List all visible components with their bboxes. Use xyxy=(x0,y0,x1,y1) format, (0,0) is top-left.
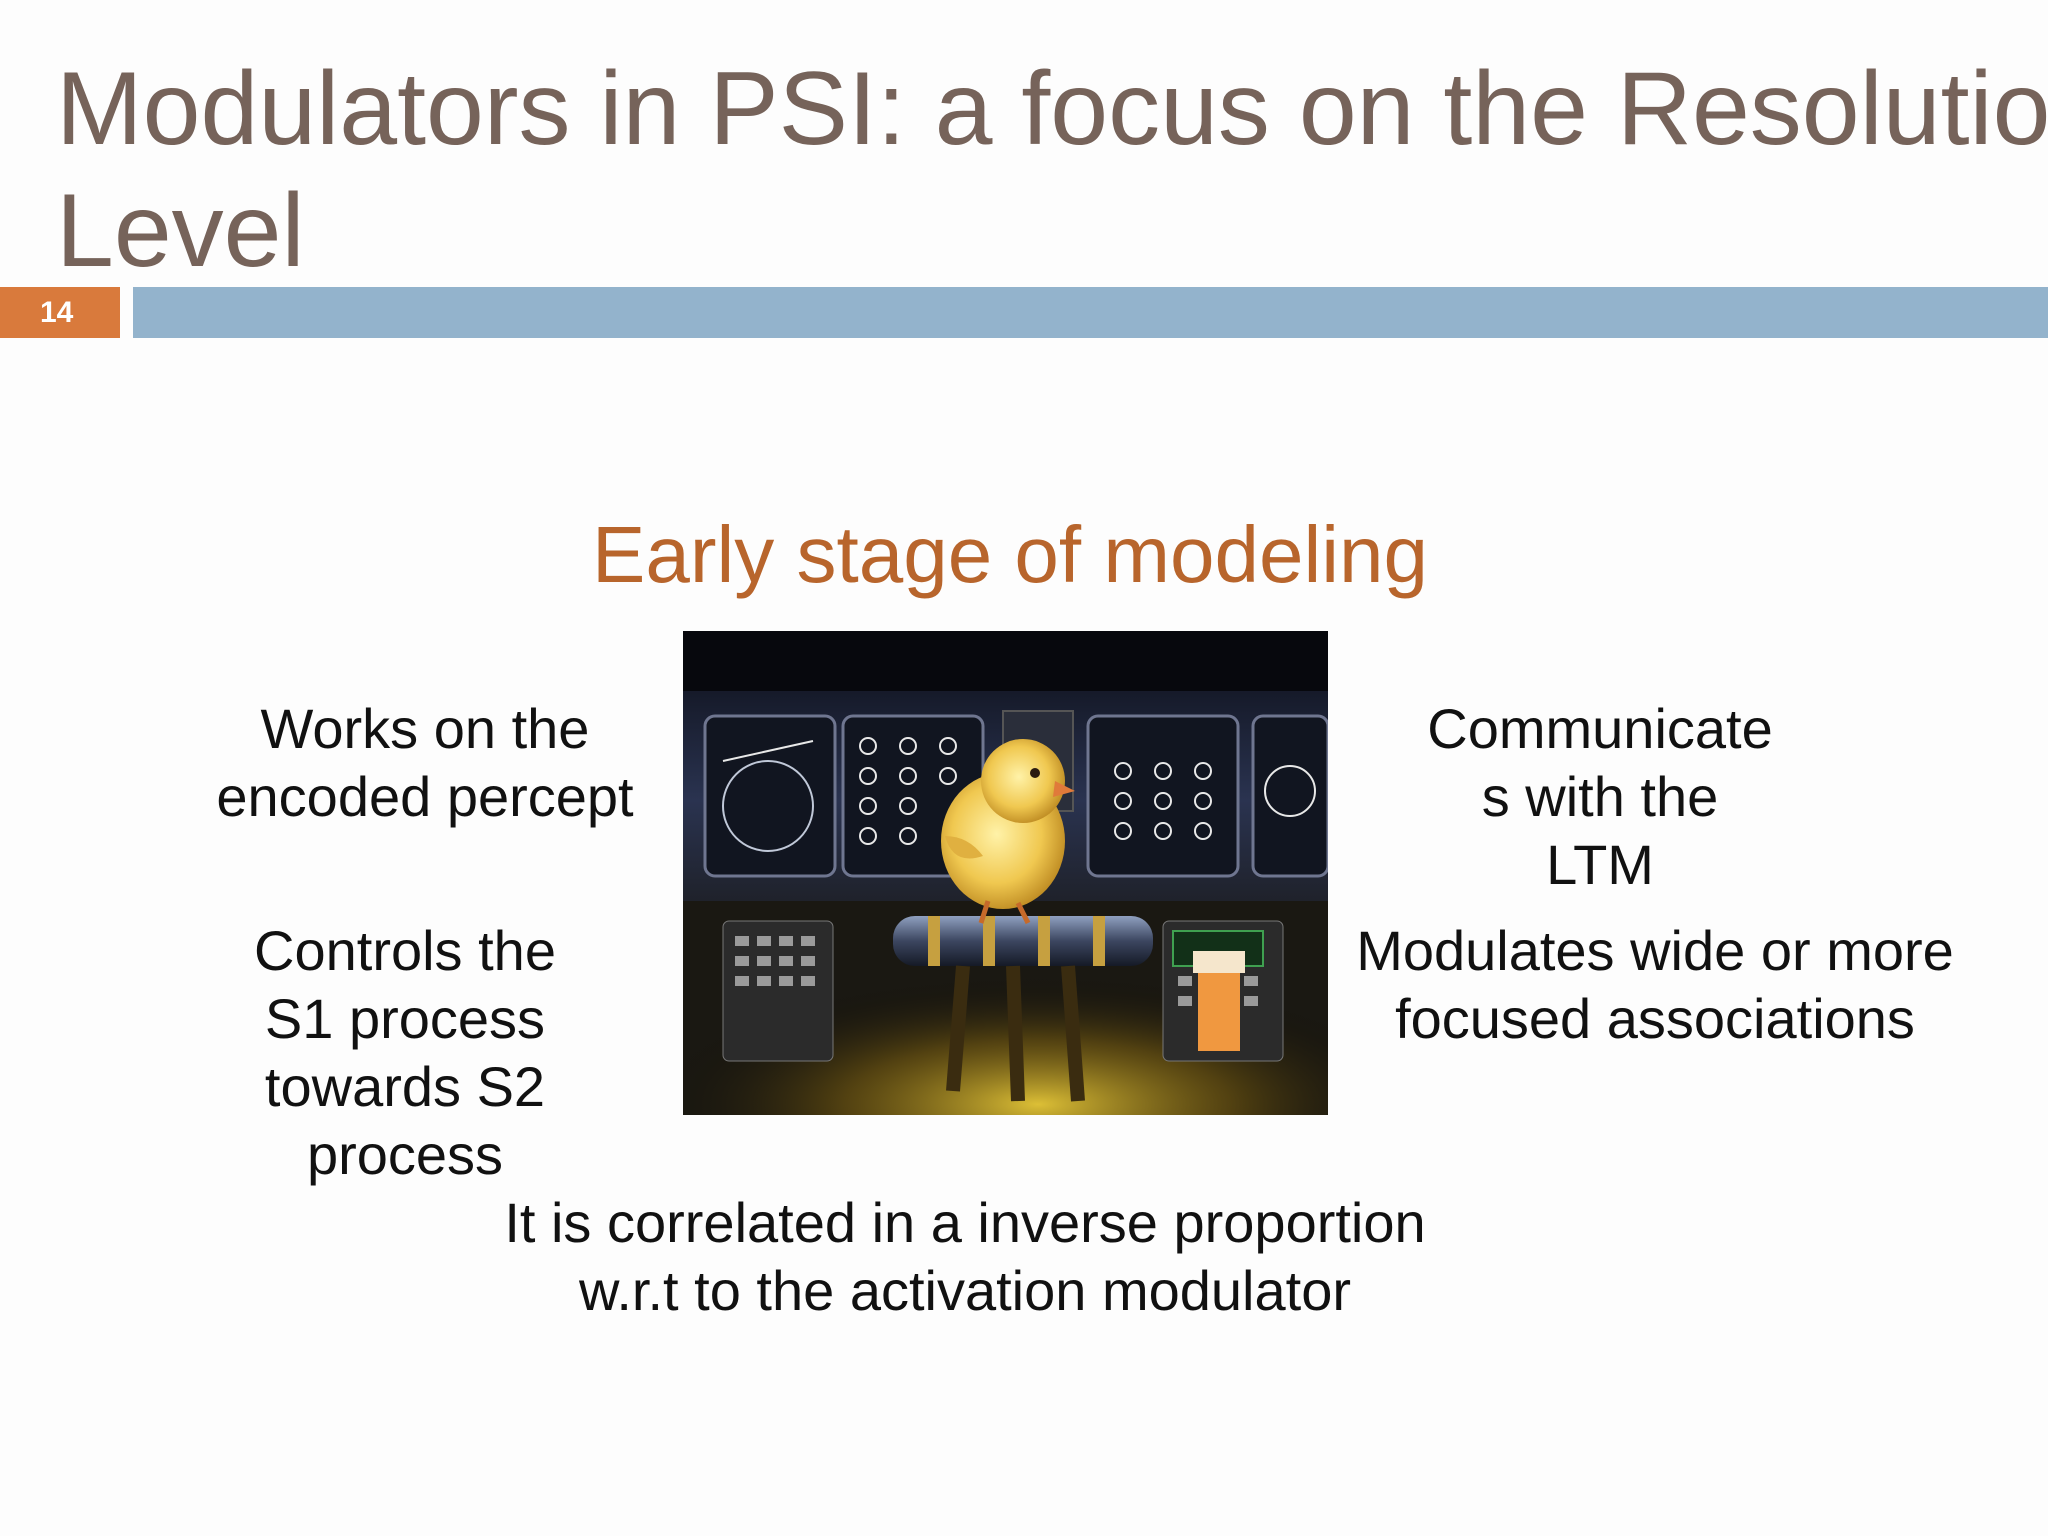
callout-line: process xyxy=(306,1123,504,1186)
callout-line: focused associations xyxy=(1395,987,1915,1050)
callout-line: Controls the xyxy=(254,919,556,982)
callout-line: It is correlated in a inverse proportion xyxy=(504,1191,1426,1254)
callout-modulates-associations: Modulates wide or more focused associati… xyxy=(1320,917,1990,1053)
callout-line: S1 process xyxy=(264,987,546,1050)
callout-line: Works on the xyxy=(260,697,590,760)
chick-illustration xyxy=(941,739,1075,925)
callout-line: encoded percept xyxy=(216,765,634,828)
callout-line: Communicate xyxy=(1427,697,1773,760)
callout-controls-s1: Controls the S1 process towards S2 proce… xyxy=(160,917,650,1189)
slide-title-line-1: Modulators in PSI: a focus on the Resolu… xyxy=(56,51,2048,167)
slide-number-badge: 14 xyxy=(0,287,120,338)
slide-subtitle: Early stage of modeling xyxy=(591,510,1428,599)
callout-line: towards S2 xyxy=(264,1055,546,1118)
callout-line: LTM xyxy=(1546,833,1654,896)
callout-line: Modulates wide or more xyxy=(1356,919,1954,982)
slide-title-line-2: Level xyxy=(56,173,305,289)
callout-line: s with the xyxy=(1481,765,1719,828)
slide-title: Modulators in PSI: a focus on the Resolu… xyxy=(56,48,2048,292)
callout-encoded-percept: Works on the encoded percept xyxy=(180,695,670,831)
callout-line: w.r.t to the activation modulator xyxy=(579,1259,1351,1322)
title-underline-bar xyxy=(133,287,2048,338)
chick-cockpit-image xyxy=(683,631,1328,1115)
callout-communicates-ltm: Communicate s with the LTM xyxy=(1380,695,1820,899)
callout-inverse-proportion: It is correlated in a inverse proportion… xyxy=(420,1189,1510,1325)
